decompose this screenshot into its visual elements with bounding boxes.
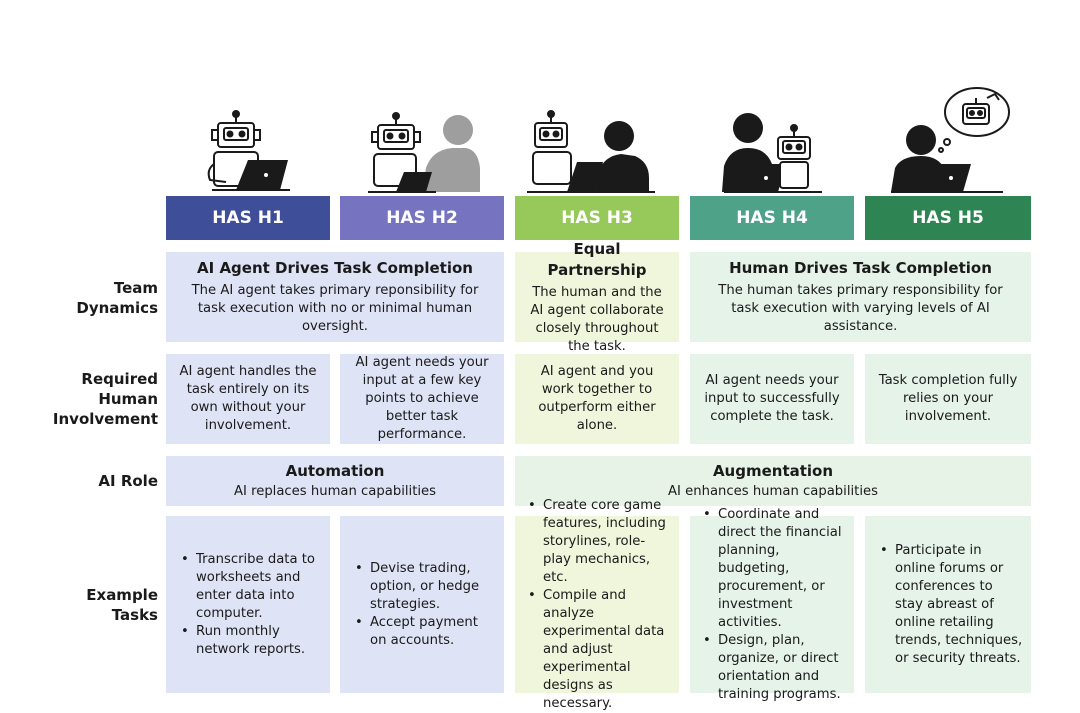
list-item: Participate in online forums or conferen… bbox=[880, 542, 1023, 668]
thought-bubble-icon bbox=[938, 87, 1010, 153]
header-has-h3: HAS H3 bbox=[515, 196, 679, 240]
team-dynamics-title: Human Drives Task Completion bbox=[729, 259, 992, 277]
header-has-h1: HAS H1 bbox=[166, 196, 330, 240]
robot-icon bbox=[207, 110, 290, 191]
task-list: Devise trading, option, or hedge strateg… bbox=[350, 560, 496, 650]
robot-icon bbox=[724, 124, 822, 193]
laptop-icon bbox=[396, 172, 432, 192]
list-item: Devise trading, option, or hedge strateg… bbox=[355, 560, 496, 614]
tasks-h5: Participate in online forums or conferen… bbox=[865, 516, 1031, 693]
ai-role-text: AI enhances human capabilities bbox=[668, 484, 878, 499]
tasks-h4: Coordinate and direct the financial plan… bbox=[690, 506, 854, 702]
team-dynamics-text: The human takes primary responsibility f… bbox=[718, 283, 1003, 334]
row-label-team-dynamics: Team Dynamics bbox=[76, 279, 158, 317]
tasks-h1: Transcribe data to worksheets and enter … bbox=[166, 516, 330, 693]
laptop-icon bbox=[567, 162, 603, 192]
illustration-h3 bbox=[527, 110, 655, 193]
list-item: Run monthly network reports. bbox=[181, 623, 322, 659]
laptop-icon bbox=[236, 160, 288, 190]
task-list: Create core game features, including sto… bbox=[525, 497, 671, 713]
ai-role-title: Augmentation bbox=[712, 462, 834, 480]
task-list: Coordinate and direct the financial plan… bbox=[700, 506, 846, 704]
team-dynamics-title: AI Agent Drives Task Completion bbox=[197, 259, 473, 277]
list-item: Transcribe data to worksheets and enter … bbox=[181, 551, 322, 623]
team-dynamics-text: The AI agent takes primary reponsibility… bbox=[191, 283, 479, 334]
tasks-h2: Devise trading, option, or hedge strateg… bbox=[340, 516, 504, 693]
illustration-h5 bbox=[891, 87, 1010, 193]
header-has-h2: HAS H2 bbox=[340, 196, 504, 240]
ai-role-automation: Automation AI replaces human capabilitie… bbox=[166, 456, 504, 506]
illustration-h2 bbox=[368, 112, 480, 193]
laptop-icon bbox=[738, 164, 786, 192]
involvement-h5: Task completion fully relies on your inv… bbox=[865, 354, 1031, 444]
involvement-h4: AI agent needs your input to successfull… bbox=[690, 354, 854, 444]
task-list: Participate in online forums or conferen… bbox=[875, 542, 1023, 668]
person-icon bbox=[422, 115, 480, 192]
row-label-ai-role: AI Role bbox=[98, 472, 158, 490]
involvement-h2: AI agent needs your input at a few key p… bbox=[340, 354, 504, 444]
team-dynamics-human: Human Drives Task Completion The human t… bbox=[690, 252, 1031, 342]
team-dynamics-text: The human and the AI agent collaborate c… bbox=[530, 284, 664, 354]
header-has-h5: HAS H5 bbox=[865, 196, 1031, 240]
list-item: Create core game features, including sto… bbox=[528, 497, 671, 587]
tasks-h3: Create core game features, including sto… bbox=[515, 497, 679, 711]
illustration-h1 bbox=[207, 110, 290, 191]
team-dynamics-partnership: Equal Partnership The human and the AI a… bbox=[515, 240, 679, 354]
team-dynamics-title: Equal Partnership bbox=[547, 239, 647, 279]
involvement-h3: AI agent and you work together to outper… bbox=[515, 354, 679, 444]
list-item: Compile and analyze experimental data an… bbox=[528, 587, 671, 713]
row-label-human-involvement: Required Human Involvement bbox=[52, 370, 158, 428]
involvement-h1: AI agent handles the task entirely on it… bbox=[166, 354, 330, 444]
task-list: Transcribe data to worksheets and enter … bbox=[176, 551, 322, 659]
team-dynamics-automation: AI Agent Drives Task Completion The AI a… bbox=[166, 252, 504, 342]
ai-role-text: AI replaces human capabilities bbox=[233, 484, 437, 499]
person-icon bbox=[595, 121, 649, 192]
list-item: Coordinate and direct the financial plan… bbox=[703, 506, 846, 632]
header-has-h4: HAS H4 bbox=[690, 196, 854, 240]
illustration-h4 bbox=[722, 113, 822, 193]
laptop-icon bbox=[891, 164, 1003, 193]
row-label-example-tasks: Example Tasks bbox=[86, 585, 158, 624]
ai-role-title: Automation bbox=[285, 462, 385, 480]
list-item: Accept payment on accounts. bbox=[355, 614, 496, 650]
